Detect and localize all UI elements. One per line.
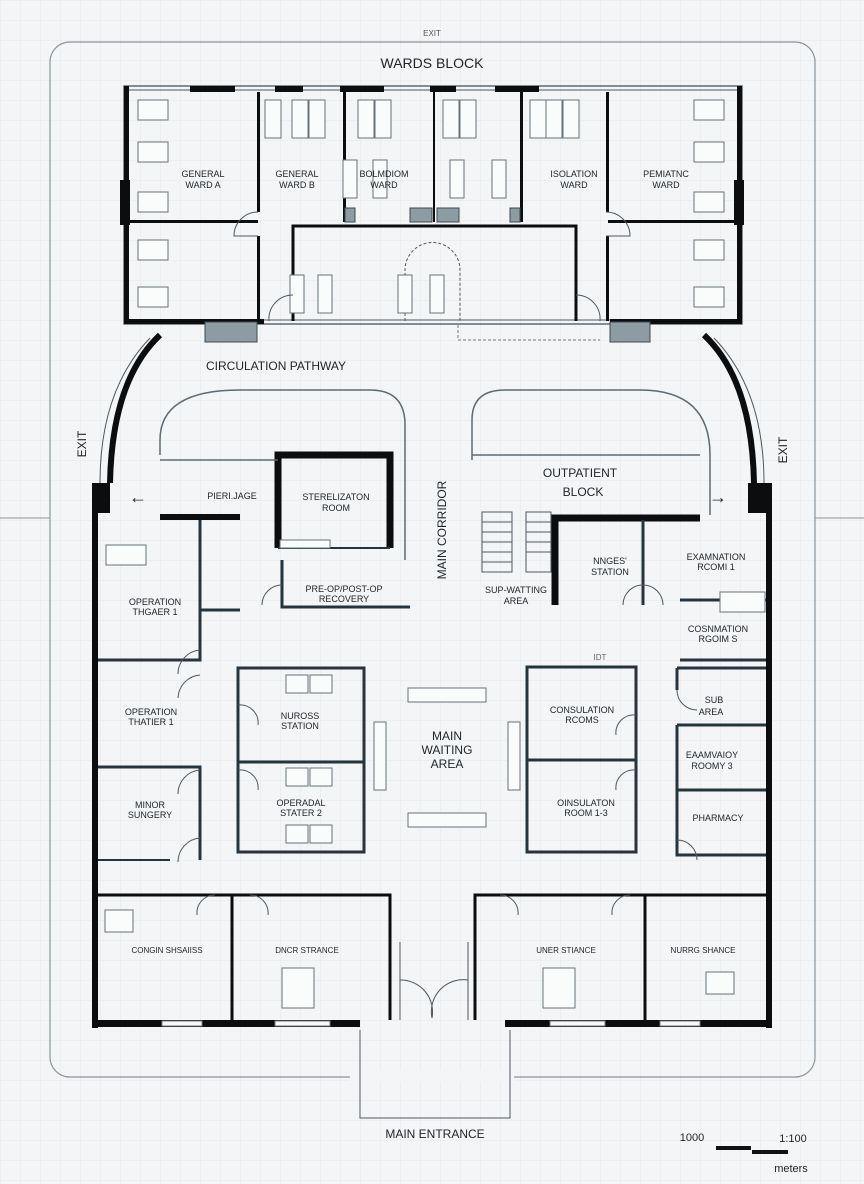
room-label: OINSULATON — [557, 798, 615, 808]
room-label: AREA — [504, 596, 529, 606]
room-label: PIERI.JAGE — [207, 491, 257, 501]
room-label: DNCR STRANCE — [275, 946, 339, 955]
room-label: OPERADAL — [276, 798, 325, 808]
ward-label: WARD B — [279, 180, 315, 190]
circulation-arc-right — [701, 332, 757, 484]
main-entrance-label: MAIN ENTRANCE — [385, 1127, 484, 1141]
room-label: SUB — [705, 695, 724, 705]
room-label: CONSULATION — [550, 705, 614, 715]
room-label: NUROSS — [281, 711, 320, 721]
circulation-pathway-label: CIRCULATION PATHWAY — [206, 359, 346, 373]
room-label: PHARMACY — [692, 813, 743, 823]
room-label: ROOM 1-3 — [564, 808, 608, 818]
room-label: OPERATION — [125, 707, 177, 717]
ward-labels: GENERAL WARD A GENERAL WARD B BOLMDIOM W… — [181, 169, 689, 190]
room-label: RCOMS — [565, 715, 599, 725]
ward-label: GENERAL — [181, 169, 224, 179]
ward-label: PEMIATNC — [643, 169, 689, 179]
top-exit-label: EXIT — [423, 29, 441, 38]
room-label: MINOR — [135, 800, 165, 810]
entrance-porch — [359, 1030, 511, 1119]
ward-label: GENERAL — [275, 169, 318, 179]
room-label: RECOVERY — [319, 594, 369, 604]
circulation-arc-left — [107, 332, 163, 484]
room-label: IDT — [594, 653, 607, 662]
room-label: STATION — [281, 721, 319, 731]
room-label: ROOMY 3 — [691, 761, 732, 771]
room-label: SUNGERY — [128, 810, 172, 820]
room-label: OPERATION — [129, 597, 181, 607]
outpatient-block-label: BLOCK — [563, 485, 604, 499]
room-label: CONGIN SHSAIISS — [131, 946, 202, 955]
room-label: STATION — [591, 567, 629, 577]
room-label: SUP-WATTING — [485, 585, 547, 595]
scale-value: 1000 — [680, 1132, 704, 1144]
scale-ratio: 1:100 — [779, 1133, 807, 1145]
room-label: RCOMI 1 — [697, 562, 735, 572]
outpatient-block-label: OUTPATIENT — [543, 466, 618, 480]
room-label: THGAER 1 — [132, 607, 177, 617]
room-label: EAAMVAIOY — [686, 750, 738, 760]
exit-right-label: EXIT — [776, 436, 790, 463]
wards-block-title: WARDS BLOCK — [381, 55, 485, 71]
ward-label: BOLMDIOM — [359, 169, 408, 179]
room-label: UNER STIANCE — [536, 946, 596, 955]
room-label: PRE-OP/POST-OP — [305, 584, 382, 594]
room-label: THATIER 1 — [128, 717, 173, 727]
exit-arrow-left-icon: ← — [129, 487, 147, 507]
room-label: STATER 2 — [280, 808, 322, 818]
room-label: COSNMATION — [688, 624, 748, 634]
room-label: WAITING — [422, 743, 473, 757]
ward-label: WARD A — [185, 180, 220, 190]
scale-bar: 1000 1:100 meters — [680, 1132, 809, 1175]
main-building — [92, 389, 772, 1028]
ward-label: ISOLATION — [550, 169, 597, 179]
ward-label: WARD — [652, 180, 680, 190]
room-label: NNGES' — [593, 556, 627, 566]
room-label: RGOIM S — [698, 634, 737, 644]
room-label: ROOM — [322, 503, 350, 513]
ward-label: WARD — [370, 180, 398, 190]
room-label: AREA — [431, 757, 464, 771]
room-label: MAIN — [432, 729, 462, 743]
room-label: EXAMNATION — [687, 552, 746, 562]
exit-arrow-right-icon: → — [709, 487, 727, 507]
room-label: STERELIZATON — [302, 492, 369, 502]
room-label: AREA — [699, 707, 724, 717]
room-label: NURRG SHANCE — [671, 946, 736, 955]
main-corridor-label: MAIN CORRIDOR — [435, 480, 449, 579]
wards-block — [120, 85, 744, 343]
room-labels: MAIN CORRIDOR OUTPATIENT BLOCK PIERI.JAG… — [125, 466, 748, 955]
scale-unit: meters — [774, 1163, 808, 1175]
exit-left-label: EXIT — [75, 430, 89, 457]
ward-label: WARD — [560, 180, 588, 190]
